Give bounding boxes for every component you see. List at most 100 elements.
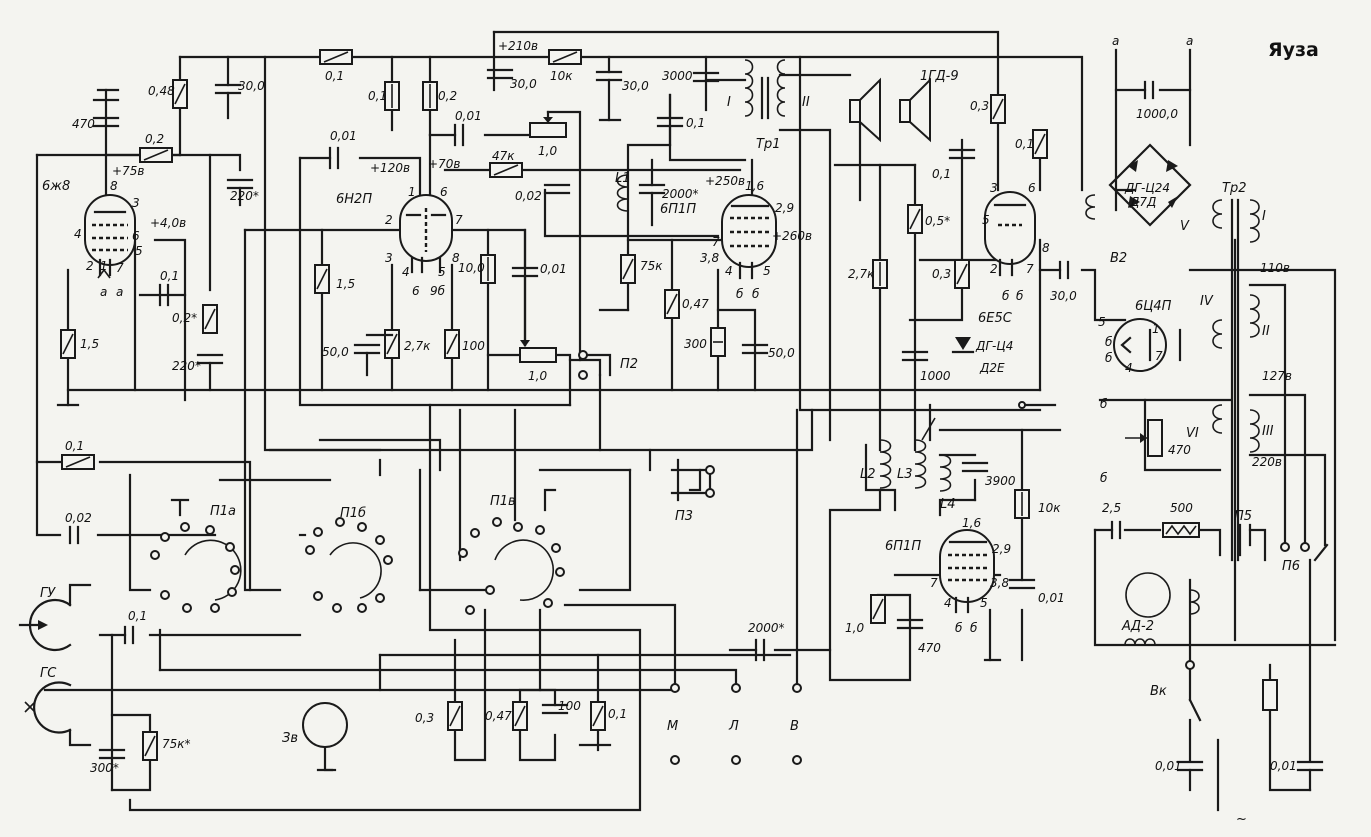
resistor [61,454,95,470]
label: III [1262,424,1274,439]
resistor [172,79,188,109]
label: 10к [550,69,573,83]
label: В [790,719,799,734]
label: 75к [640,259,663,273]
label: 6 [440,185,448,199]
label: 47к [492,149,515,163]
label: б [1105,335,1113,349]
capacitor-electrolytic [595,55,623,122]
label: 1,5 [336,277,355,291]
label: 6Ц4П [1135,299,1172,314]
label: 300 [684,337,707,351]
capacitor-electrolytic [1058,260,1070,280]
label: П3 [675,509,693,524]
bridge-rectifier [1108,143,1192,227]
label: б [1100,397,1108,411]
tube-6zh8 [84,194,136,279]
label: 0,3 [970,99,989,113]
resistor [1262,679,1278,711]
resistor [1162,522,1200,538]
resistor [139,147,173,163]
label: 0,48 [148,84,175,98]
resistor [870,594,886,624]
label: I [727,95,731,110]
resistor [444,329,460,359]
wiring [35,30,1337,812]
label: L2 [860,467,876,482]
label: 6 [1028,181,1036,195]
speaker-icon [849,77,881,143]
head-gs [24,681,92,747]
label: б [1016,289,1024,303]
label: Д7Д [1129,195,1156,209]
head-zv [302,702,348,772]
capacitor [158,283,170,307]
label: АД-2 [1121,619,1154,634]
capacitor [1296,760,1324,792]
potentiometer [529,112,567,138]
label: 2 [86,259,94,273]
label: 30,0 [510,77,537,91]
label: б [1105,351,1113,365]
label: 220* [172,359,201,373]
switch-p2 [578,350,612,380]
capacitor [896,618,924,630]
terminals [670,683,802,765]
label: П5 [1234,509,1252,524]
label: 220* [230,189,259,203]
capacitor [453,123,465,147]
label: б [1100,471,1108,485]
label: +4,0в [150,216,186,230]
label: 300* [90,761,119,775]
label: V [1180,219,1190,234]
label: 100 [558,699,581,713]
label: а [1112,34,1119,48]
switch-p5 [1238,523,1252,557]
label: 1ГД-9 [920,69,959,84]
label: 2,7к [848,267,875,281]
label: +250в [705,174,745,188]
label: 7 [1155,349,1163,363]
label: 0,2 [438,89,457,103]
capacitors [68,55,1324,792]
label: 2,9 [775,201,794,215]
potentiometer [519,340,557,363]
label: 2,7к [404,339,431,353]
label: 0,1 [608,707,627,721]
label: 8 [1042,241,1050,255]
label: б [736,287,744,301]
label: 2,9 [992,542,1011,556]
resistor [384,81,400,111]
tube-6e5c [984,191,1036,277]
resistor [990,94,1006,124]
grounds [56,88,1182,772]
label: 3 [132,196,140,210]
label: 4 [74,227,82,241]
resistor [202,304,218,334]
label: 2 [385,213,393,227]
label: а [116,285,123,299]
label: П2 [620,357,638,372]
label: 0,1 [1015,137,1034,151]
label: 0,3 [932,267,951,281]
label: +210в [498,39,538,53]
label: 75к* [162,737,191,751]
capacitor [754,638,766,662]
label: 127в [1262,369,1292,383]
label: 7 [1026,262,1034,276]
label: 0,1 [932,167,951,181]
label: 10к [1038,501,1061,515]
label: 4 [1125,361,1133,375]
label: 6ж8 [42,179,70,194]
label: 0,01 [1155,759,1182,773]
label: Вк [1150,684,1167,699]
tube-6c4p [1113,318,1167,372]
label: Тр2 [1222,181,1246,196]
label: 10,0 [458,261,485,275]
label: 470 [918,641,941,655]
label: б [970,621,978,635]
label: 3900 [985,474,1016,488]
label: 0,1 [65,439,84,453]
tube-6n2p [399,194,453,274]
label: 1000 [920,369,951,383]
